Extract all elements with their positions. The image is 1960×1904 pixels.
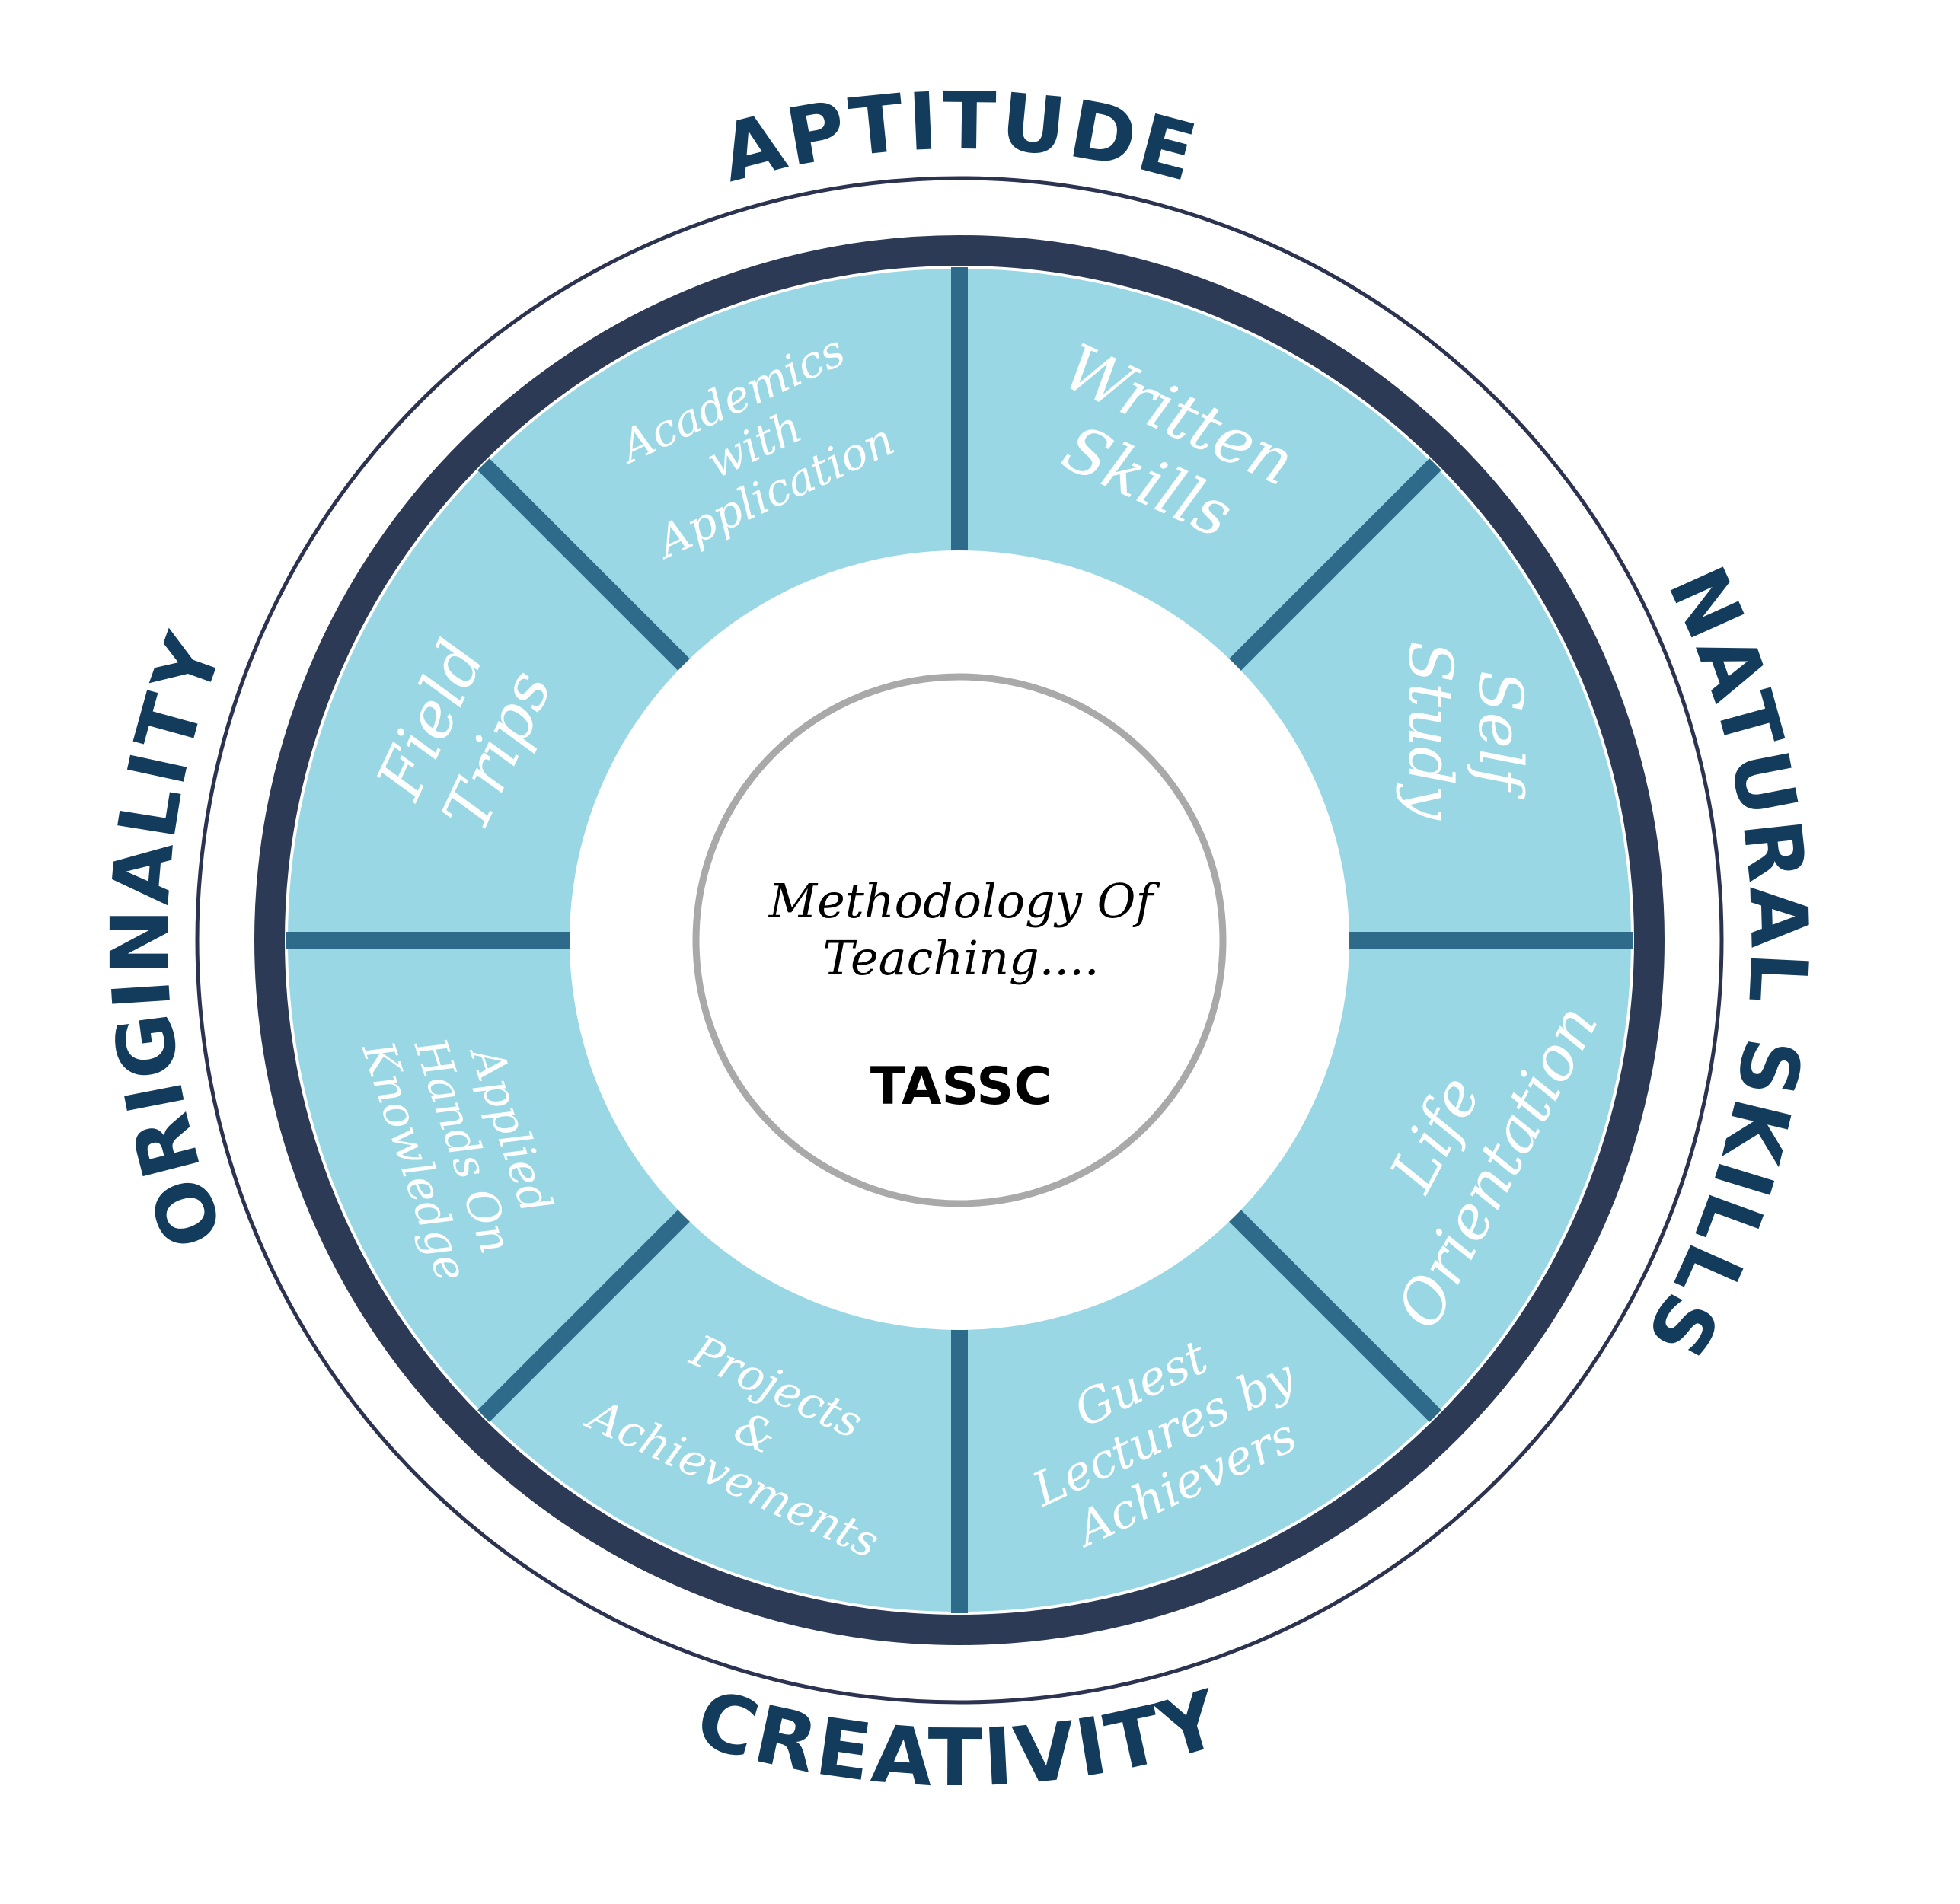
outer-thick-ring <box>254 235 1665 1645</box>
center-circle <box>692 673 1227 1207</box>
center-title-line2: Teaching.... <box>822 930 1099 986</box>
segment-divider <box>1225 1206 1441 1422</box>
segments-group <box>284 265 1635 1615</box>
label-aptitude: APTITUDE <box>711 75 1208 200</box>
label-originality: ORIGINALITY <box>94 620 242 1260</box>
segment-divider <box>477 458 694 675</box>
segment-label: SelfStudy <box>1395 641 1536 821</box>
outer-thin-circle <box>195 176 1724 1705</box>
center-title-line1: Methodology Of <box>768 873 1161 929</box>
label-creativity: CREATIVITY <box>686 1672 1232 1805</box>
center-brand: TASSC <box>870 1057 1052 1117</box>
segment-label-line: Self <box>1465 671 1536 800</box>
segment-divider <box>1225 458 1441 675</box>
dividers-group <box>286 267 1633 1613</box>
segment-divider <box>477 1206 694 1422</box>
segment-label-line: Study <box>1395 641 1466 821</box>
